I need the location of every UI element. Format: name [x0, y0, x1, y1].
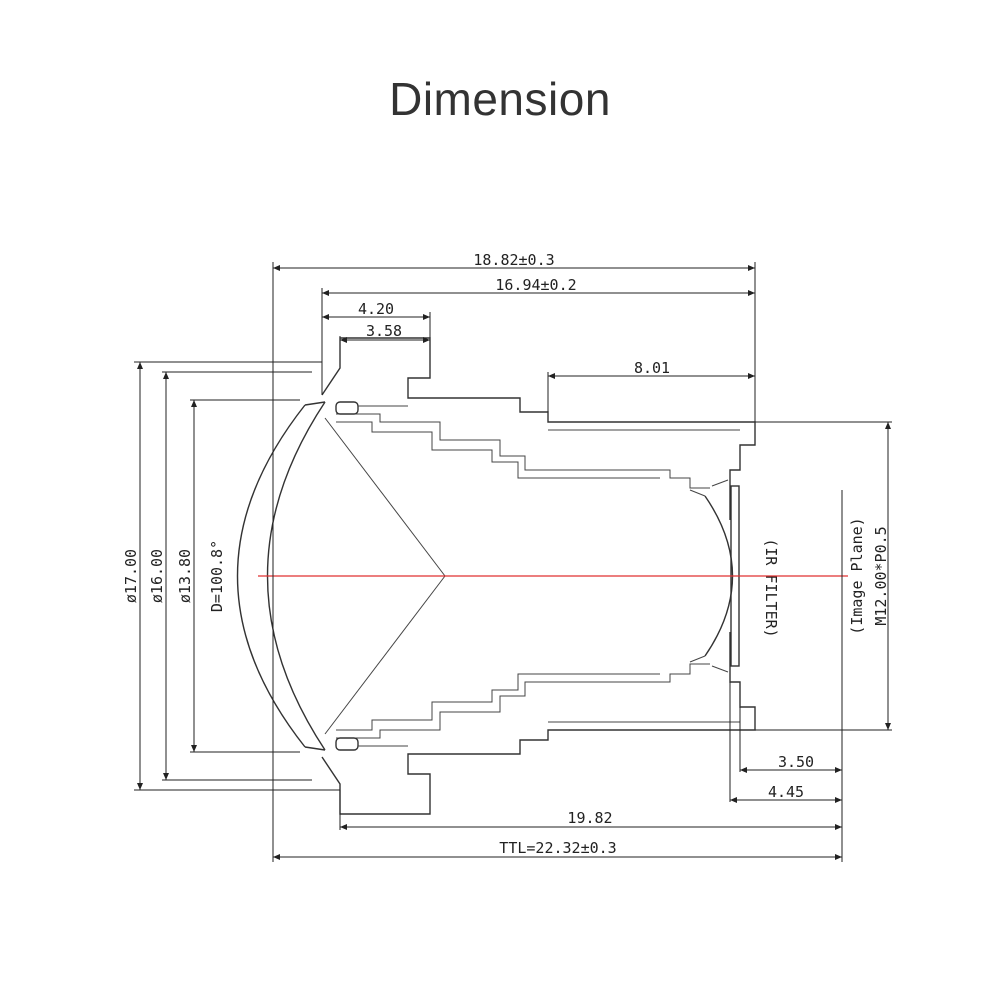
front-lens-elements — [236, 401, 446, 751]
rear-lens-group — [689, 479, 734, 673]
dim-ttl: TTL=22.32±0.3 — [499, 839, 616, 857]
dim-field-of-view: D=100.8° — [208, 540, 226, 612]
thread-spec-label: M12.00*P0.5 — [872, 526, 890, 625]
page-title: Dimension — [389, 73, 611, 125]
dim-rear-length: 8.01 — [634, 359, 670, 377]
dim-filter-to-plane: 3.50 — [778, 753, 814, 771]
dim-overall-width: 18.82±0.3 — [473, 251, 554, 269]
dim-flange-inner: 3.58 — [366, 322, 402, 340]
image-plane-label: (Image Plane) — [848, 517, 866, 634]
top-dimensions: 18.82±0.3 16.94±0.2 4.20 3.58 8.01 — [272, 251, 756, 862]
dim-flange-width: 4.20 — [358, 300, 394, 318]
dim-diameter-17: ø17.00 — [122, 549, 140, 603]
dim-back-to-plane: 4.45 — [768, 783, 804, 801]
dim-diameter-16: ø16.00 — [148, 549, 166, 603]
dim-diameter-13: ø13.80 — [176, 549, 194, 603]
dim-barrel-width: 16.94±0.2 — [495, 276, 576, 294]
diameter-dimensions: ø17.00 ø16.00 ø13.80 D=100.8° — [122, 361, 340, 791]
bottom-dimensions: 3.50 4.45 19.82 TTL=22.32±0.3 — [273, 682, 842, 860]
dim-flange-to-plane: 19.82 — [567, 809, 612, 827]
ir-filter-label: (IR FILTER) — [762, 538, 780, 637]
